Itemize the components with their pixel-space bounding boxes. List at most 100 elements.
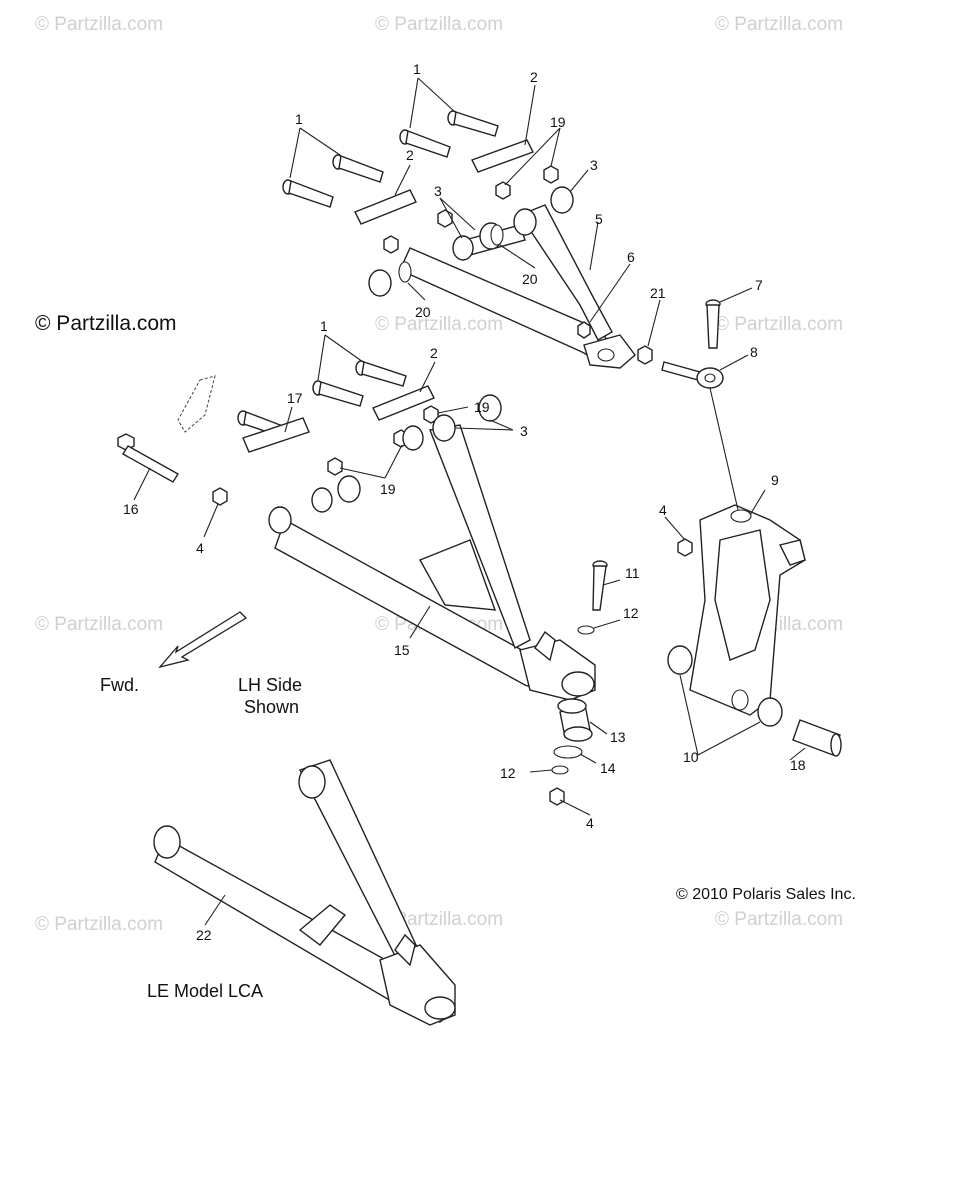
watermark: © Partzilla.com: [375, 14, 503, 35]
snap-ring-14: [553, 745, 583, 759]
callout-19: 19: [474, 399, 490, 415]
bushing-3-upper-e: [368, 269, 392, 297]
nut-6: [577, 321, 591, 339]
bracket-shadow: [177, 375, 216, 433]
callout-20: 20: [522, 271, 538, 287]
watermark: © Partzilla.com: [375, 314, 503, 335]
bolt-1-upper-b: [399, 129, 451, 158]
washer-20-upper-b: [490, 224, 504, 246]
bushing-3-lower-b: [432, 414, 456, 442]
nut-21: [637, 345, 653, 365]
forward-arrow-icon: [158, 611, 248, 669]
bushing-3-lower-d: [337, 475, 361, 503]
washer-20-upper-a: [398, 261, 412, 283]
side-label-line1: LH Side: [238, 675, 302, 695]
callout-17: 17: [287, 390, 303, 406]
callout-15: 15: [394, 642, 410, 658]
le-model-lca-22: [153, 759, 456, 1026]
forward-label: Fwd.: [100, 675, 139, 695]
callout-18: 18: [790, 757, 806, 773]
callout-3: 3: [434, 183, 442, 199]
callout-1: 1: [295, 111, 303, 127]
bushing-3-upper-b: [513, 208, 537, 236]
callout-19: 19: [380, 481, 396, 497]
bushing-3-upper-a: [550, 186, 574, 214]
bushing-10-b: [757, 697, 783, 727]
bolt-1-lower-b: [312, 380, 364, 407]
callout-7: 7: [755, 277, 763, 293]
watermark: © Partzilla.com: [35, 14, 163, 35]
callout-8: 8: [750, 344, 758, 360]
bolt-1-upper-d: [282, 179, 334, 208]
callout-3: 3: [590, 157, 598, 173]
callout-4: 4: [586, 815, 594, 831]
washer-12-upper: [577, 625, 595, 635]
callout-12: 12: [623, 605, 639, 621]
upper-a-arm: [399, 204, 636, 369]
washer-12-lower: [551, 765, 569, 775]
lower-a-arm: [274, 424, 596, 701]
callout-4: 4: [659, 502, 667, 518]
watermark: © Partzilla.com: [715, 14, 843, 35]
bolt-7: [705, 299, 721, 349]
callout-1: 1: [320, 318, 328, 334]
callout-9: 9: [771, 472, 779, 488]
side-label-line2: Shown: [244, 697, 299, 717]
callout-1: 1: [413, 61, 421, 77]
callout-21: 21: [650, 285, 666, 301]
plate-2-upper-b: [354, 189, 417, 225]
callout-16: 16: [123, 501, 139, 517]
nut-19-upper-b: [543, 165, 559, 184]
bolt-16: [117, 433, 179, 483]
bolt-1-upper-c: [332, 154, 384, 183]
ball-joint-13: [557, 698, 593, 742]
callout-20: 20: [415, 304, 431, 320]
nut-4-spindle: [677, 538, 693, 557]
callout-12: 12: [500, 765, 516, 781]
bushing-3-lower-c: [402, 425, 424, 451]
nut-19-upper-c: [437, 209, 453, 228]
callout-22: 22: [196, 927, 212, 943]
callout-13: 13: [610, 729, 626, 745]
plate-2-upper-a: [471, 139, 534, 173]
bolt-1-upper-a: [447, 110, 499, 137]
le-model-label: LE Model LCA: [147, 981, 263, 1001]
callout-19: 19: [550, 114, 566, 130]
nut-19-lower-c: [327, 457, 343, 476]
copyright-polaris: © 2010 Polaris Sales Inc.: [676, 886, 856, 903]
nut-4-ball-joint: [549, 787, 565, 806]
bolt-1-lower-a: [355, 360, 407, 387]
watermark: © Partzilla.com: [715, 314, 843, 335]
bushing-3-upper-d: [452, 235, 474, 261]
bolt-11: [592, 560, 608, 611]
callout-6: 6: [627, 249, 635, 265]
callout-2: 2: [430, 345, 438, 361]
bushing-3-lower-e: [311, 487, 333, 513]
nut-19-upper-a: [495, 181, 511, 200]
callout-10: 10: [683, 749, 699, 765]
sleeve-18: [792, 719, 842, 757]
plate-2-lower: [372, 385, 435, 421]
watermark: © Partzilla.com: [35, 914, 163, 935]
callouts: 1 2 19 3 1 2 3 5 6 20 20 21 7 8 1 2 17 1…: [123, 61, 806, 943]
callout-4: 4: [196, 540, 204, 556]
bushing-3-lower-a: [478, 394, 502, 422]
spindle-9: [689, 504, 806, 716]
callout-2: 2: [406, 147, 414, 163]
callout-11: 11: [625, 565, 640, 581]
watermark: © Partzilla.com: [715, 909, 843, 930]
leader-lines: [133, 77, 806, 926]
tie-rod-end-8: [661, 361, 724, 389]
plate-17: [242, 417, 310, 453]
bushing-3-lower-f: [268, 506, 292, 534]
bushing-10-a: [667, 645, 693, 675]
watermark: © Partzilla.com: [35, 614, 163, 635]
nut-4-lower: [212, 487, 228, 506]
callout-5: 5: [595, 211, 603, 227]
nut-19-upper-d: [383, 235, 399, 254]
copyright-main: © Partzilla.com: [35, 312, 177, 335]
callout-3: 3: [520, 423, 528, 439]
callout-14: 14: [600, 760, 616, 776]
callout-2: 2: [530, 69, 538, 85]
